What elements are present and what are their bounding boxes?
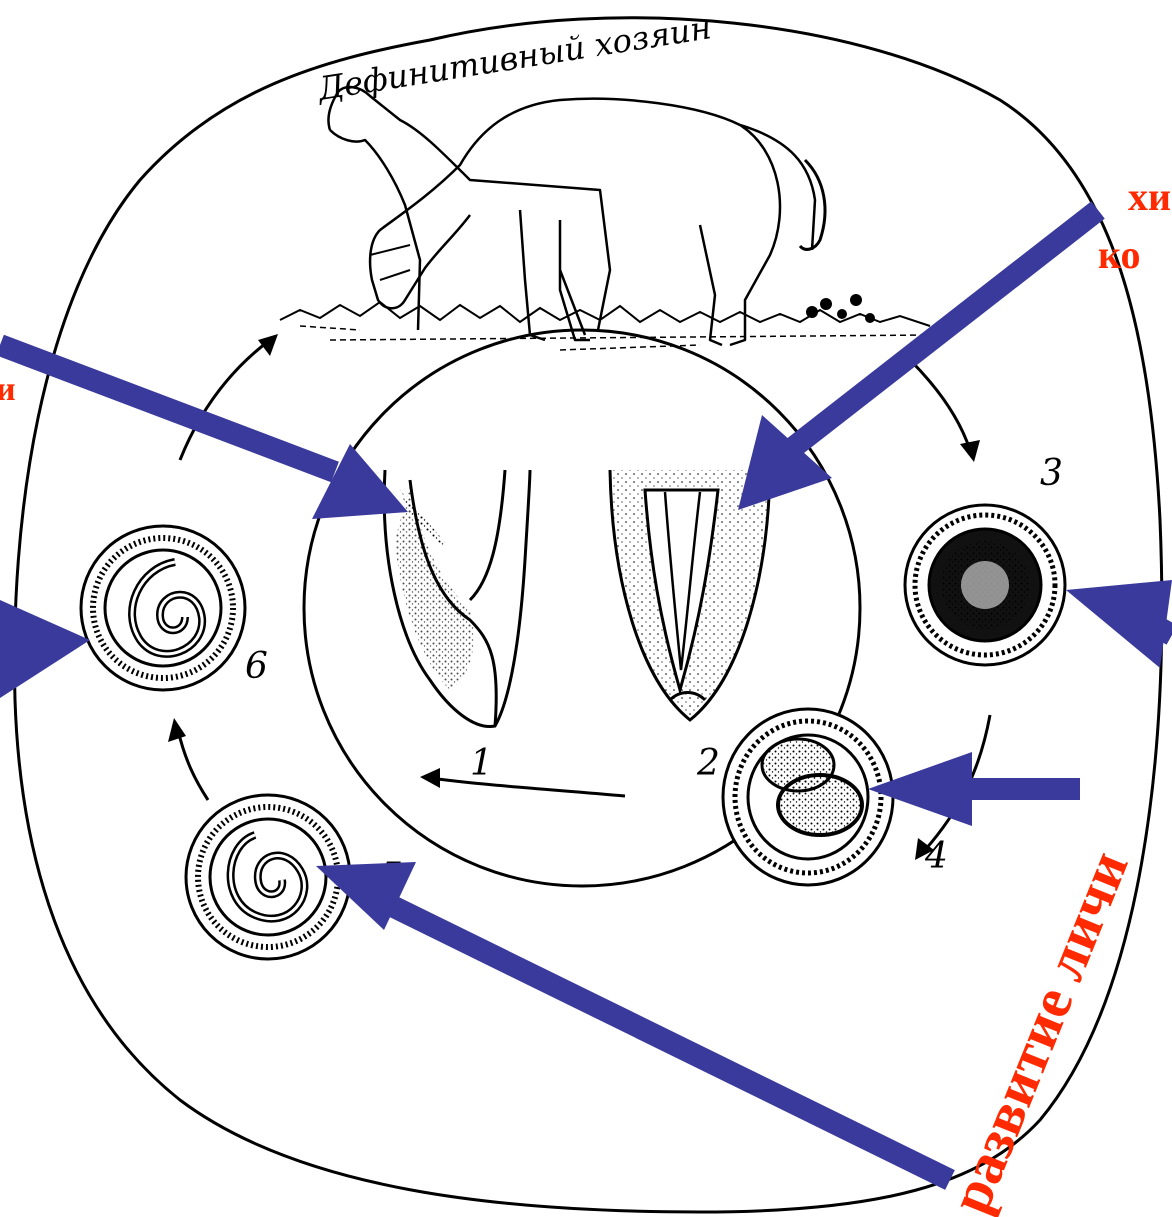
annotation-rotated: развитие личи bbox=[937, 842, 1141, 1217]
stage-4-number: 4 bbox=[924, 836, 948, 877]
stage-4-egg bbox=[723, 709, 893, 885]
blue-arrow-to-stage-2-shaft bbox=[790, 210, 1098, 450]
stage-6-egg bbox=[81, 526, 245, 690]
blue-arrow-to-stage-1-shaft bbox=[0, 345, 335, 472]
arrowhead-6 bbox=[168, 718, 186, 742]
stage-2-female-tail bbox=[610, 470, 770, 720]
cycle-arrow-4-to-5 bbox=[430, 778, 625, 796]
grass bbox=[280, 302, 930, 326]
annotation-top-right-2: ко bbox=[1098, 232, 1141, 277]
stage-5-egg bbox=[186, 795, 350, 959]
horses-illustration bbox=[328, 87, 825, 345]
blue-arrow-to-stage-3-head bbox=[1066, 580, 1172, 668]
flowers bbox=[806, 294, 875, 323]
stage-2-number: 2 bbox=[696, 743, 720, 784]
cycle-arrow-5-to-6 bbox=[178, 730, 208, 800]
host-label: Дефинитивный хозяин bbox=[313, 8, 713, 108]
annotation-top-right-1: хи bbox=[1128, 174, 1171, 219]
arrowhead-5 bbox=[420, 768, 440, 788]
cycle-arrow-top-to-3 bbox=[910, 360, 970, 450]
stage-3-egg bbox=[905, 505, 1065, 665]
annotation-left-fragment: и bbox=[0, 371, 16, 408]
blue-arrow-to-stage-5-shaft bbox=[390, 905, 950, 1180]
blue-arrow-to-stage-1-head bbox=[312, 444, 408, 519]
stage-1-stipple bbox=[395, 485, 474, 690]
arrowhead-3 bbox=[960, 440, 980, 462]
grass-ground bbox=[300, 326, 930, 350]
blue-arrow-to-stage-6-head bbox=[0, 600, 90, 698]
stage-1-number: 1 bbox=[470, 743, 493, 784]
arrowhead-top bbox=[258, 334, 278, 356]
stage-6-number: 6 bbox=[245, 646, 268, 687]
stage-3-number: 3 bbox=[1040, 453, 1063, 494]
